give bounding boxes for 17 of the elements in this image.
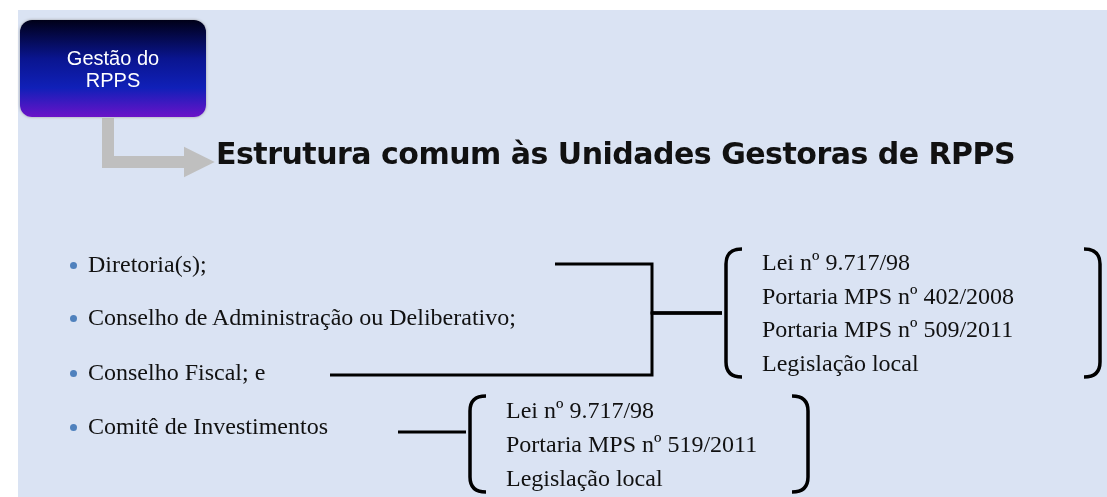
connector-line [330, 311, 722, 377]
list-item: Comitê de Investimentos [68, 412, 394, 442]
title-box: Gestão do RPPS [20, 20, 206, 117]
connector-line [398, 430, 466, 434]
law-reference: Legislação local [762, 348, 920, 378]
law-reference: Portaria MPS nº 509/2011 [762, 315, 1015, 345]
list-item: Diretoria(s); [68, 250, 550, 280]
law-reference: Legislação local [506, 463, 664, 493]
law-reference: Lei nº 9.717/98 [506, 395, 656, 425]
law-reference: Lei nº 9.717/98 [762, 248, 912, 278]
law-reference: Portaria MPS nº 402/2008 [762, 281, 1016, 311]
law-reference: Portaria MPS nº 519/2011 [506, 429, 759, 459]
list-item: Conselho de Administração ou Deliberativo; [68, 303, 650, 333]
heading: Estrutura comum às Unidades Gestoras de RPPS [216, 136, 1036, 174]
bracketed-group [722, 246, 1104, 380]
list-item: Conselho Fiscal; e [68, 358, 325, 388]
bracketed-group [466, 393, 812, 495]
